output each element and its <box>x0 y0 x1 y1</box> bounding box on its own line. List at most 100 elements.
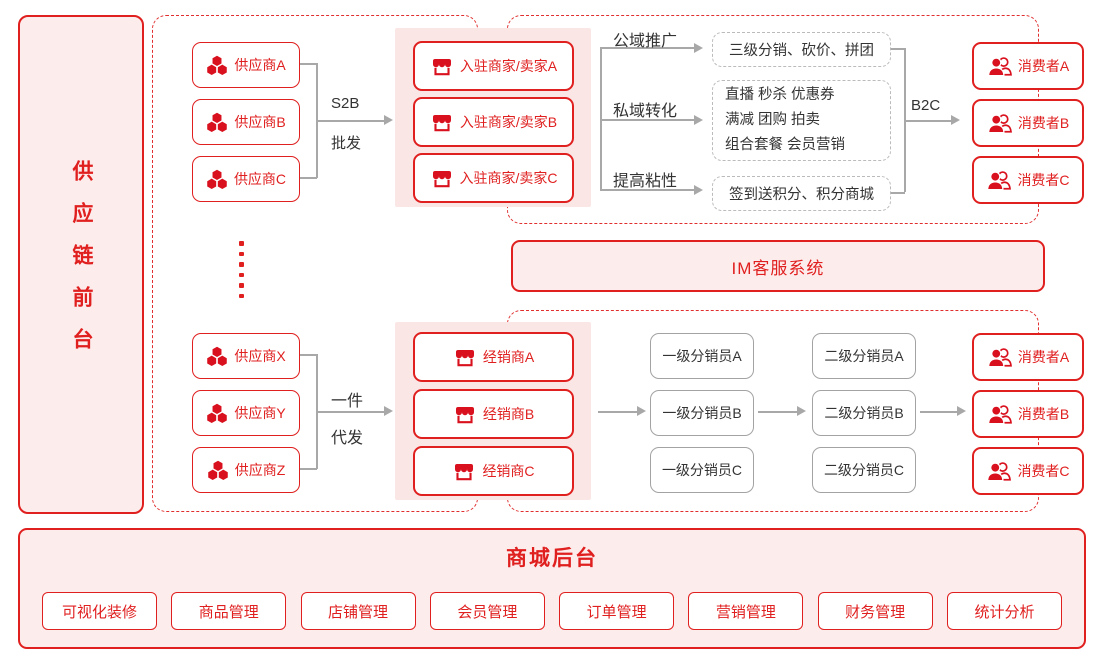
supplier-label: 供应商C <box>233 171 287 187</box>
mall-backend-title: 商城后台 <box>506 547 598 570</box>
supplier-node: 供应商C <box>192 156 300 202</box>
two-users-icon <box>987 112 1012 134</box>
supplier-label: 供应商Y <box>234 405 286 421</box>
storefront-icon <box>452 460 476 483</box>
supplier-label: 供应商A <box>234 57 286 73</box>
connector-line <box>889 48 905 50</box>
flow-arrow-line <box>920 411 960 413</box>
storefront-icon <box>453 346 477 369</box>
connector-line <box>299 354 317 356</box>
connector-line <box>299 468 317 470</box>
level2-distributor-label: 二级分销员A <box>824 348 904 364</box>
hexagon-cluster-icon <box>206 403 228 424</box>
level1-distributor-label: 一级分销员B <box>662 405 742 421</box>
wholesale-label: 批发 <box>331 135 362 152</box>
branch-label: 公域推广 <box>613 33 678 50</box>
supplier-node: 供应商X <box>192 333 300 379</box>
front-stage-title: 供应链前台 <box>70 159 93 370</box>
two-users-icon <box>987 55 1012 77</box>
flow-arrow-line <box>598 411 640 413</box>
level2-distributor-node: 二级分销员A <box>812 333 916 379</box>
storefront-icon <box>430 167 454 190</box>
level1-distributor-label: 一级分销员C <box>661 462 743 478</box>
dealer-node: 经销商A <box>413 332 574 382</box>
module-visual-decoration: 可视化装修 <box>42 592 157 630</box>
b2c-arrow-line <box>904 120 954 122</box>
branch-arrow-line <box>600 47 696 49</box>
module-product-management: 商品管理 <box>171 592 287 630</box>
level1-distributor-node: 一级分销员C <box>650 447 754 493</box>
supplier-node: 供应商Y <box>192 390 300 436</box>
marketing-box-line: 组合套餐 会员营销 <box>725 137 846 153</box>
level2-distributor-node: 二级分销员B <box>812 390 916 436</box>
s2b-arrow-line <box>316 120 386 122</box>
flow-arrow-line <box>758 411 800 413</box>
level2-distributor-label: 二级分销员B <box>824 405 904 421</box>
module-finance-management: 财务管理 <box>817 592 933 630</box>
arrowhead-icon <box>384 115 393 126</box>
front-stage-panel: 供应链前台 <box>18 15 144 514</box>
dealer-node: 经销商C <box>413 446 574 496</box>
hexagon-cluster-icon <box>206 346 228 367</box>
arrowhead-icon <box>694 184 703 195</box>
consumer-label: 消费者B <box>1017 115 1070 131</box>
consumer-label: 消费者A <box>1017 58 1070 74</box>
b2c-label: B2C <box>911 97 941 114</box>
merchant-label: 入驻商家/卖家B <box>459 114 558 130</box>
marketing-box-text: 三级分销、砍价、拼团 <box>729 43 874 59</box>
consumer-node: 消费者C <box>972 156 1084 204</box>
merchant-label: 入驻商家/卖家C <box>459 170 558 186</box>
marketing-box-line: 直播 秒杀 优惠券 <box>725 87 835 103</box>
im-service-title: IM客服系统 <box>731 258 825 278</box>
arrowhead-icon <box>694 114 703 125</box>
module-statistics-analysis: 统计分析 <box>946 592 1062 630</box>
arrowhead-icon <box>384 406 393 417</box>
consumer-node: 消费者C <box>972 447 1084 495</box>
connector-line <box>299 63 317 65</box>
two-users-icon <box>986 460 1011 482</box>
consumer-node: 消费者B <box>972 390 1084 438</box>
consumer-node: 消费者A <box>972 42 1084 90</box>
backend-module-row: 可视化装修 商品管理 店铺管理 会员管理 订单管理 营销管理 财务管理 统计分析 <box>42 592 1062 630</box>
marketing-box-private: 直播 秒杀 优惠券 满减 团购 拍卖 组合套餐 会员营销 <box>712 80 891 161</box>
level1-distributor-node: 一级分销员A <box>650 333 754 379</box>
arrowhead-icon <box>637 406 646 417</box>
connector-line <box>889 192 905 194</box>
arrowhead-icon <box>797 406 806 417</box>
branch-label: 私域转化 <box>613 103 678 120</box>
branch-arrow-line <box>600 189 696 191</box>
marketing-box-loyalty: 签到送积分、积分商城 <box>712 176 891 211</box>
consumer-node: 消费者B <box>972 99 1084 147</box>
merchant-node: 入驻商家/卖家C <box>413 153 574 203</box>
supplier-label: 供应商Z <box>234 462 286 478</box>
storefront-icon <box>430 55 454 78</box>
level1-distributor-node: 一级分销员B <box>650 390 754 436</box>
consumer-label: 消费者C <box>1017 463 1070 479</box>
arrowhead-icon <box>694 42 703 53</box>
merchant-node: 入驻商家/卖家A <box>413 41 574 91</box>
merchant-label: 入驻商家/卖家A <box>459 58 558 74</box>
border-mask <box>469 207 483 322</box>
consumer-label: 消费者A <box>1017 349 1070 365</box>
supplier-node: 供应商B <box>192 99 300 145</box>
two-users-icon <box>987 346 1012 368</box>
mall-backend-panel: 商城后台 可视化装修 商品管理 店铺管理 会员管理 订单管理 营销管理 财务管理… <box>18 528 1086 649</box>
module-marketing-management: 营销管理 <box>688 592 804 630</box>
dealer-label: 经销商C <box>482 463 535 479</box>
storefront-icon <box>430 111 454 134</box>
dealer-label: 经销商A <box>482 349 535 365</box>
level1-distributor-label: 一级分销员A <box>662 348 742 364</box>
branch-arrow-line <box>600 119 696 121</box>
supplier-label: 供应商B <box>234 114 286 130</box>
consumer-label: 消费者C <box>1017 172 1070 188</box>
marketing-box-text: 签到送积分、积分商城 <box>729 187 874 203</box>
s2b-label: S2B <box>331 95 360 112</box>
module-order-management: 订单管理 <box>559 592 675 630</box>
hexagon-cluster-icon <box>207 460 229 481</box>
consumer-label: 消费者B <box>1017 406 1070 422</box>
level2-distributor-label: 二级分销员C <box>823 462 905 478</box>
dropship-label: 一件 <box>331 393 364 410</box>
im-service-bar: IM客服系统 <box>511 240 1045 292</box>
two-users-icon <box>987 403 1012 425</box>
